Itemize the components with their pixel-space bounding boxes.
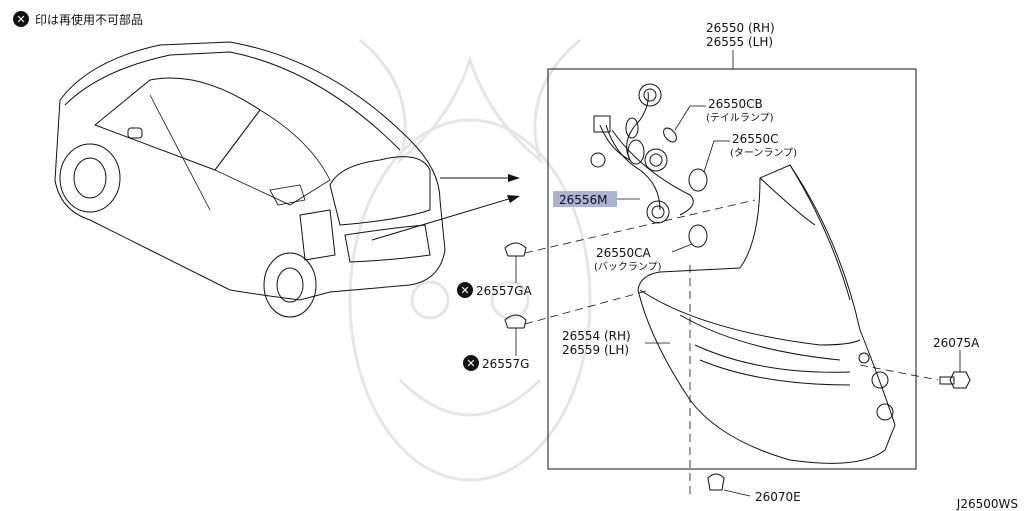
grommet-number: 26070E (755, 490, 801, 504)
bulbs (663, 127, 708, 248)
lamp-assembly-callout: 26550 (RH) 26555 (LH) (706, 21, 775, 69)
svg-text:✕: ✕ (466, 357, 475, 370)
back-bulb-number: 26550CA (596, 246, 652, 260)
turn-bulb-desc: (ターンランプ) (730, 147, 797, 159)
bolt-icon (939, 376, 955, 385)
connector-icon (593, 115, 611, 133)
lamp-assembly-rh: 26550 (RH) (706, 21, 775, 35)
lens-housing-rh: 26554 (RH) (562, 329, 631, 343)
clip-g-icon (504, 314, 527, 329)
back-bulb-callout: 26550CA (バックランプ) (594, 243, 693, 273)
legend-mark: ✕ (16, 13, 25, 26)
bolt-callout: 26075A (933, 336, 980, 389)
turn-socket-icon (644, 148, 668, 172)
wiring-harness (590, 83, 694, 224)
lamp-assembly-lh: 26555 (LH) (706, 35, 773, 49)
car-illustration (54, 41, 446, 318)
bolt-number: 26075A (933, 336, 980, 350)
lens-housing-callout: 26554 (RH) 26559 (LH) (562, 329, 670, 357)
lamp-housing (637, 164, 896, 464)
tail-bulb-number: 26550CB (708, 97, 763, 111)
clip-g-number: 26557G (482, 357, 529, 371)
clip-g-non-reusable-icon (463, 355, 479, 371)
svg-text:✕: ✕ (460, 284, 469, 297)
clip-ga-icon (504, 242, 527, 257)
assembly-frame (547, 68, 917, 470)
turn-bulb-callout: 26550C (ターンランプ) (703, 132, 797, 173)
non-reusable-mark-icon (13, 11, 29, 27)
tail-socket-icon (638, 83, 662, 107)
grommet-callout: 26070E (707, 473, 801, 504)
lens-housing-lh: 26559 (LH) (562, 343, 629, 357)
back-bulb-desc: (バックランプ) (594, 261, 662, 273)
clip-g: ✕ 26557G (463, 314, 529, 371)
watermark-emblem (348, 38, 592, 482)
dashed-leaders (524, 199, 939, 495)
back-socket-icon (646, 200, 670, 224)
tail-bulb-callout: 26550CB (テイルランプ) (674, 97, 774, 131)
tail-bulb-desc: (テイルランプ) (706, 112, 774, 124)
clip-ga-non-reusable-icon (457, 282, 473, 298)
back-bulb-icon (688, 224, 708, 248)
clip-ga: ✕ 26557GA (457, 242, 532, 298)
pointer-arrows (371, 174, 520, 241)
legend-text: 印は再使用不可部品 (35, 12, 143, 27)
diagram-code: J26500WS (956, 497, 1018, 511)
legend: ✕ 印は再使用不可部品 (13, 11, 143, 27)
harness-callout: 26556M (553, 191, 640, 207)
tail-bulb-icon (663, 127, 677, 143)
turn-bulb-number: 26550C (732, 132, 779, 146)
grommet-icon (707, 473, 725, 491)
clip-ga-number: 26557GA (476, 284, 532, 298)
harness-number: 26556M (559, 193, 608, 207)
turn-bulb-icon (688, 168, 708, 192)
harness-highlight (553, 191, 617, 207)
